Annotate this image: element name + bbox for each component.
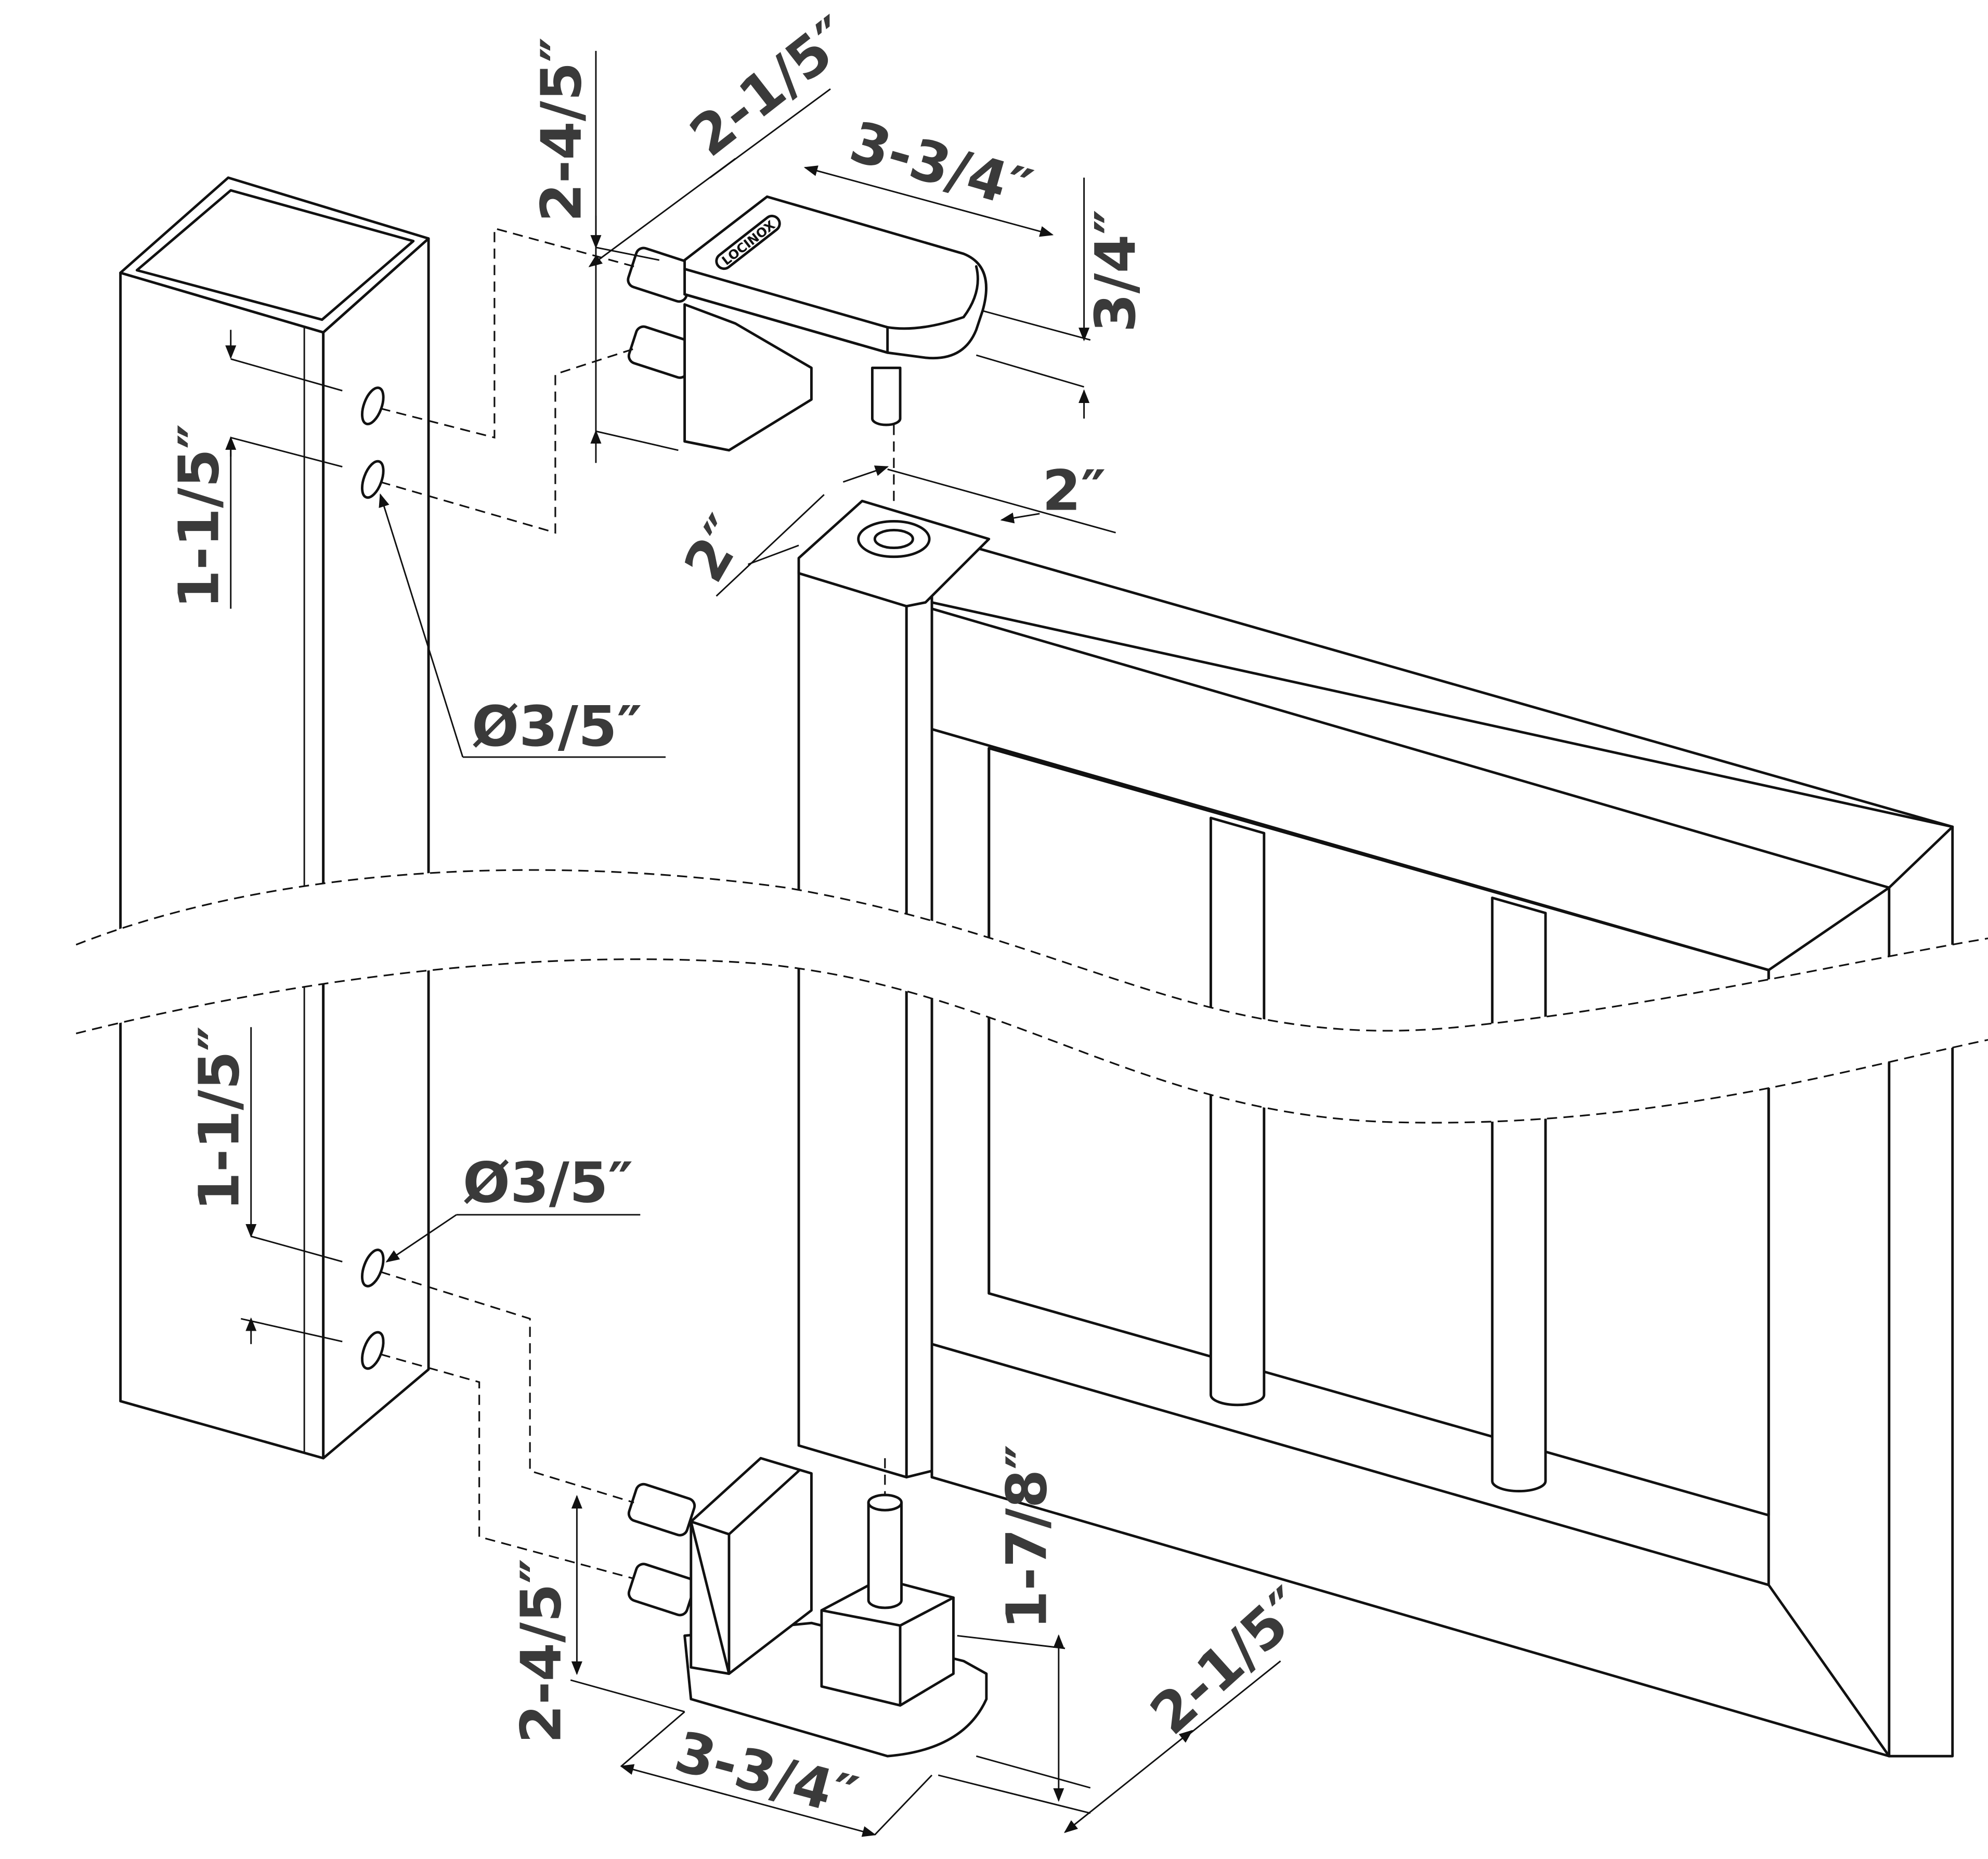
dim-bottom-hinge-height: 2-4/5″ — [509, 1558, 574, 1744]
dim-top-hole-diameter: Ø3/5″ — [472, 694, 642, 759]
dim-top-hinge-length: 3-3/4″ — [843, 109, 1039, 223]
fence-post — [119, 176, 430, 1460]
alignment-lines — [380, 227, 895, 1580]
gate-frame — [797, 499, 1954, 1758]
bottom-hinge — [627, 1457, 988, 1758]
top-hinge: LOCINOX — [627, 195, 987, 452]
dim-bottom-hole-spacing: 1-1/5″ — [187, 1026, 252, 1211]
dim-bottom-hole-diameter: Ø3/5″ — [463, 1151, 633, 1216]
break-band — [76, 870, 1988, 1123]
dim-top-hinge-height: 2-4/5″ — [529, 37, 594, 222]
break-line-lower — [75, 958, 1988, 1124]
dim-gate-post-width-a: 2″ — [1042, 458, 1106, 523]
dim-bottom-hinge-pin-height: 1-7/8″ — [994, 1445, 1059, 1630]
dimension-lines — [225, 50, 1281, 1837]
gate-stile — [797, 499, 991, 1479]
break-line-upper — [75, 869, 1988, 1032]
dim-top-hinge-width: 2-1/5″ — [678, 4, 864, 169]
dim-gate-post-width-b: 2″ — [672, 505, 760, 593]
dim-bottom-hinge-width: 2-1/5″ — [1138, 1575, 1319, 1747]
dim-top-hole-spacing: 1-1/5″ — [166, 424, 231, 609]
post-mounting-holes — [361, 386, 385, 1370]
dim-top-hinge-thickness: 3/4″ — [1083, 210, 1148, 332]
